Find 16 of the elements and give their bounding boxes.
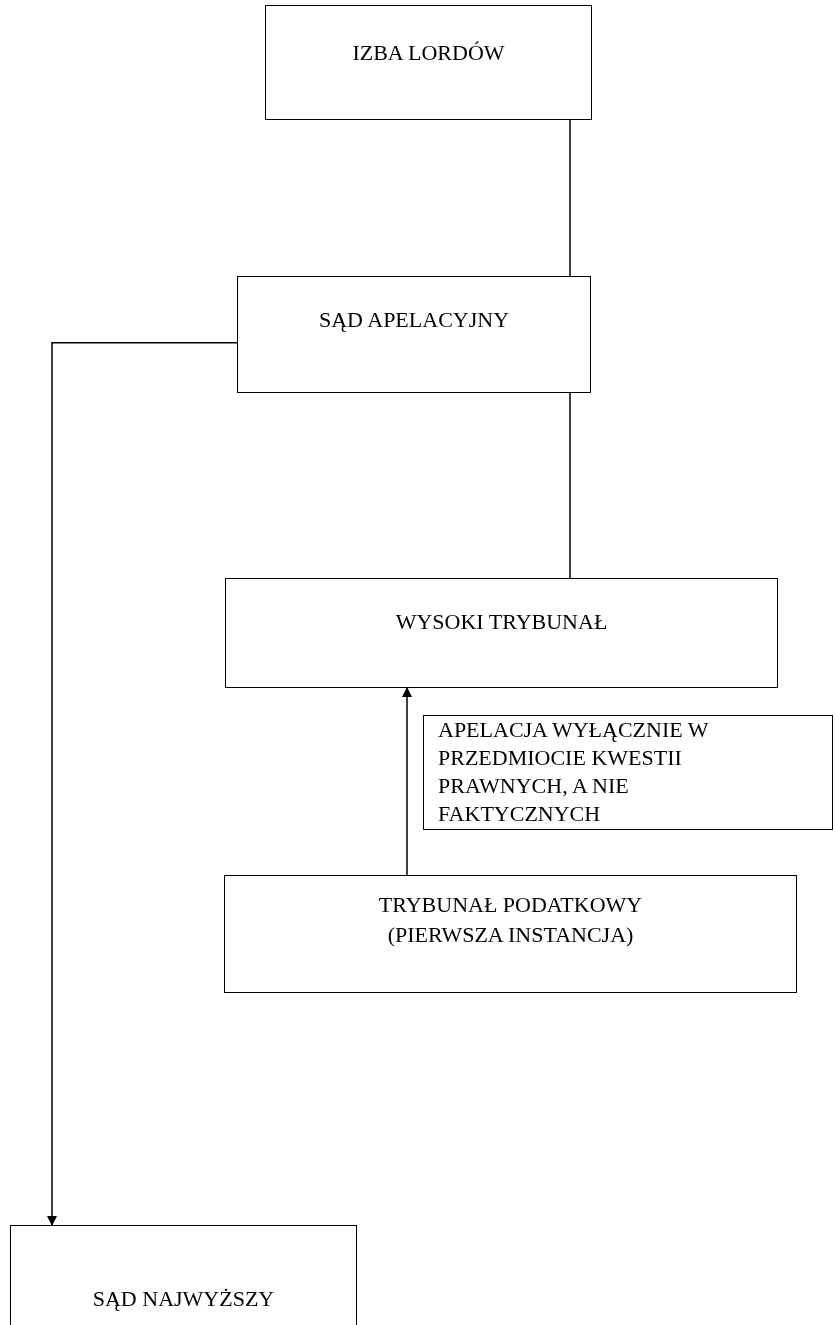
arrow: [47, 341, 238, 1226]
box-text: IZBA LORDÓW: [352, 39, 505, 67]
court-box: [225, 578, 778, 688]
court-box: [265, 5, 592, 120]
court-box: [10, 1225, 357, 1325]
box-text: APELACJA WYŁĄCZNIE W PRZEDMIOCIE KWESTII PRAWNYCH, A NIE FAKTYCZNYCH: [438, 716, 710, 828]
box-text: SĄD APELACYJNY: [318, 306, 510, 334]
box-text: WYSOKI TRYBUNAŁ: [395, 608, 608, 636]
note-box: [423, 715, 833, 830]
box-text: TRYBUNAŁ PODATKOWY (PIERWSZA INSTANCJA): [377, 891, 644, 949]
court-box: [224, 875, 797, 993]
connector-line: [569, 392, 571, 579]
court-box: [237, 276, 591, 393]
arrow: [402, 687, 412, 876]
connector-line: [569, 119, 571, 277]
box-text: SĄD NAJWYŻSZY: [92, 1285, 275, 1313]
